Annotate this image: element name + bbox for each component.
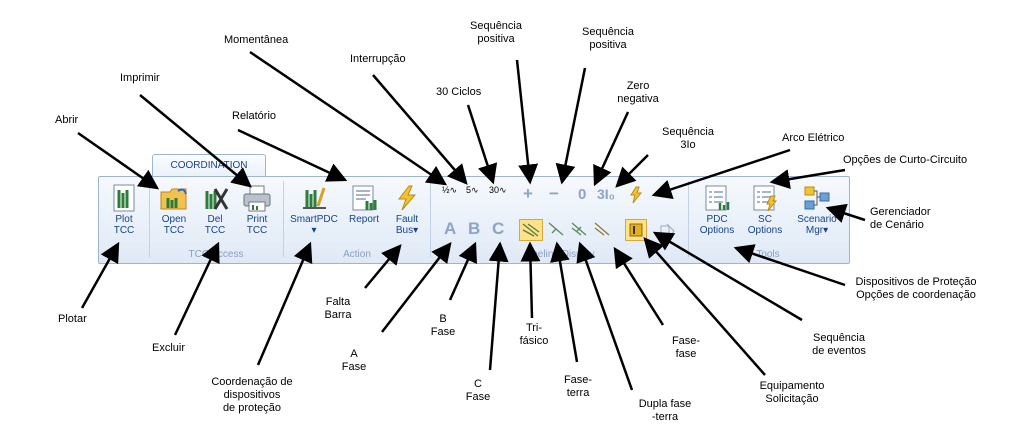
- ribbon-separator: [688, 181, 689, 257]
- annotation-excluir: Excluir: [152, 342, 186, 354]
- three-phase-fault-icon: [522, 223, 540, 237]
- line-ground-button[interactable]: [546, 219, 566, 242]
- open-tcc-button[interactable]: Open TCC: [152, 184, 196, 236]
- report-icon: [352, 185, 377, 211]
- group-tools: Tools: [756, 249, 780, 260]
- annotation-abrir: Abrir: [55, 114, 79, 126]
- annotation-seq-positiva-1: Sequência positiva: [470, 20, 522, 45]
- smartpdc-icon: [303, 187, 326, 209]
- annotation-seq-3io: Sequência 3Io: [662, 126, 714, 151]
- annotation-imprimir: Imprimir: [120, 72, 160, 84]
- smartpdc-button[interactable]: SmartPDC▾: [288, 184, 340, 236]
- sine-wave-icon: ∿: [499, 185, 507, 195]
- three-phase-button[interactable]: [519, 219, 543, 241]
- annotation-coordenacao: Coordenação de dispositivos de proteção: [211, 376, 293, 414]
- line-line-fault-icon: [594, 222, 610, 236]
- line-line-button[interactable]: [592, 219, 612, 242]
- del-tcc-button[interactable]: Del TCC: [195, 184, 235, 236]
- double-line-ground-fault-icon: [571, 222, 587, 236]
- annotation-fase-terra: Fase- terra: [563, 374, 593, 399]
- scenario-mgr-button[interactable]: Scenario Mgr▾: [793, 184, 841, 236]
- annotation-gerenciador: Gerenciador de Cenário: [870, 206, 931, 231]
- phase-b-button[interactable]: B: [468, 219, 481, 238]
- ribbon-separator: [149, 181, 150, 257]
- pdc-options-button[interactable]: PDC Options: [694, 184, 740, 236]
- annotation-equipamento: Equipamento Solicitação: [759, 380, 825, 405]
- arc-flash-icon: [630, 186, 643, 204]
- printer-icon: [243, 185, 271, 212]
- annotation-zero-negativa: Zero negativa: [617, 80, 659, 105]
- sine-wave-icon: ∿: [471, 185, 479, 195]
- five-cycle-button[interactable]: 5∿: [466, 185, 479, 195]
- annotation-interrupcao: Interrupção: [350, 53, 406, 65]
- plot-tcc-button[interactable]: Plot TCC: [104, 184, 144, 236]
- zero-sequence-button[interactable]: 0: [578, 186, 587, 203]
- annotation-a-fase: A Fase: [341, 348, 367, 373]
- double-line-ground-button[interactable]: [569, 219, 589, 242]
- line-ground-fault-icon: [548, 222, 564, 236]
- print-tcc-button[interactable]: Print TCC: [237, 184, 277, 236]
- annotation-arco-eletrico: Arco Elétrico: [782, 132, 845, 144]
- three-i0-button[interactable]: 3I₀: [597, 186, 615, 202]
- annotation-plotar: Plotar: [58, 313, 87, 325]
- annotation-relatorio: Relatório: [232, 110, 277, 122]
- sc-options-button[interactable]: SC Options: [742, 184, 788, 236]
- sine-wave-icon: ∿: [449, 185, 458, 195]
- annotation-falta-barra: Falta Barra: [324, 296, 352, 321]
- delete-tcc-icon: [205, 188, 229, 210]
- ribbon-separator: [283, 181, 284, 257]
- phase-a-button[interactable]: A: [444, 219, 457, 238]
- report-button[interactable]: Report: [344, 184, 384, 225]
- pdc-options-icon: [705, 185, 730, 211]
- plot-tcc-icon: [113, 184, 135, 212]
- open-folder-icon: [160, 188, 187, 210]
- annotation-sequencia-eventos: Sequência de eventos: [812, 332, 866, 357]
- negative-sequence-button[interactable]: −: [549, 184, 559, 203]
- fault-bus-button[interactable]: Fault Bus▾: [387, 184, 427, 236]
- annotation-dispositivos: Dispositivos de Proteção Opções de coord…: [855, 276, 977, 301]
- equipment-duty-icon: [629, 223, 643, 237]
- annotation-fase-fase: Fase- fase: [671, 335, 701, 360]
- half-cycle-button[interactable]: ½∿: [442, 185, 458, 195]
- ribbon-separator: [430, 181, 431, 257]
- annotation-momentanea: Momentânea: [224, 34, 289, 46]
- chevron-down-icon: ▾: [413, 225, 419, 236]
- chevron-down-icon: ▾: [823, 225, 829, 236]
- annotation-b-fase: B Fase: [430, 313, 456, 338]
- annotation-seq-positiva-2: Sequência positiva: [582, 26, 634, 51]
- group-action: Action: [343, 249, 371, 260]
- annotation-30-ciclos: 30 Ciclos: [436, 86, 482, 98]
- thirty-cycle-button[interactable]: 30∿: [489, 185, 507, 195]
- chevron-down-icon: ▾: [311, 225, 317, 236]
- positive-sequence-button[interactable]: +: [523, 184, 533, 203]
- annotation-dupla-fase: Dupla fase -terra: [638, 398, 692, 423]
- scenario-manager-icon: [804, 186, 830, 210]
- annotation-tri-fasico: Tri- fásico: [519, 322, 549, 347]
- arc-flash-button[interactable]: [627, 186, 645, 207]
- sc-options-icon: [753, 185, 778, 212]
- lightning-icon: [397, 185, 417, 211]
- equipment-duty-button[interactable]: [625, 219, 647, 241]
- phase-c-button[interactable]: C: [492, 219, 505, 238]
- annotation-c-fase: C Fase: [465, 378, 491, 403]
- annotation-opcoes-curto: Opções de Curto-Circuito: [843, 154, 968, 166]
